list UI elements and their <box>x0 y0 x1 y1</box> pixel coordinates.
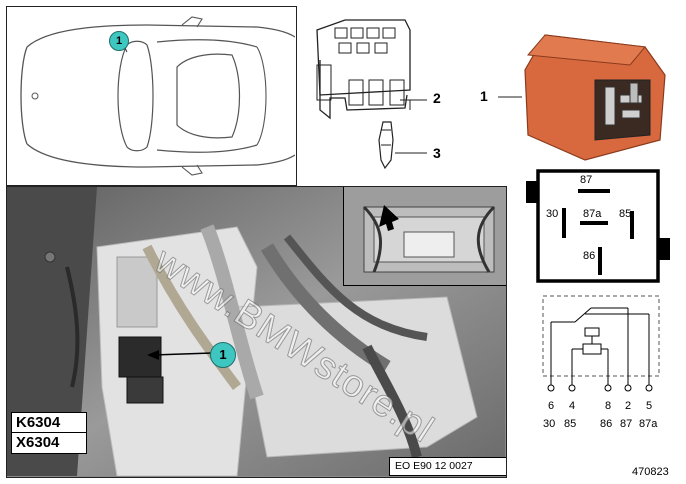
photo-reference-code: EO E90 12 0027 <box>389 457 506 476</box>
figure-number: 470823 <box>632 466 669 478</box>
circuit-function-87a: 87a <box>639 418 658 430</box>
photo-reference-code-text: EO E90 12 0027 <box>395 460 473 472</box>
photo-location-marker: 1 <box>210 342 236 368</box>
terminal-87-label: 87 <box>580 174 593 186</box>
connector-callout: 2 <box>433 90 441 106</box>
terminal-87a-label: 87a <box>583 208 602 220</box>
circuit-function-85: 85 <box>564 418 577 430</box>
inset-drawing <box>344 187 506 284</box>
relay-circuit-diagram <box>542 295 660 392</box>
relay-label-k6304: K6304 <box>11 412 87 434</box>
connector-housing-drawing <box>316 19 427 170</box>
car-location-panel: 1 <box>6 6 297 186</box>
circuit-pin-4: 4 <box>569 400 576 412</box>
circuit-pin-2: 2 <box>625 400 632 412</box>
relay-drawing <box>498 34 666 161</box>
relay-callout: 1 <box>480 88 488 104</box>
circuit-function-86: 86 <box>600 418 613 430</box>
relay-pin-schematic <box>526 169 670 283</box>
terminal-callout: 3 <box>433 145 441 161</box>
terminal-30-label: 30 <box>546 208 559 220</box>
terminal-85-label: 85 <box>619 208 632 220</box>
photo-location-marker-label: 1 <box>219 347 227 362</box>
circuit-pin-8: 8 <box>605 400 612 412</box>
location-marker: 1 <box>109 31 129 51</box>
inset-view <box>343 187 506 286</box>
circuit-pin-6: 6 <box>548 400 555 412</box>
connector-label-x6304: X6304 <box>11 432 87 454</box>
installation-photo-panel: 1 K6304 X6304 EO E90 12 0027 <box>6 186 507 478</box>
location-marker-label: 1 <box>115 35 123 47</box>
car-outline-drawing <box>20 16 296 176</box>
circuit-function-87: 87 <box>620 418 633 430</box>
circuit-pin-5: 5 <box>646 400 653 412</box>
terminal-86-label: 86 <box>583 250 596 262</box>
circuit-function-30: 30 <box>543 418 556 430</box>
